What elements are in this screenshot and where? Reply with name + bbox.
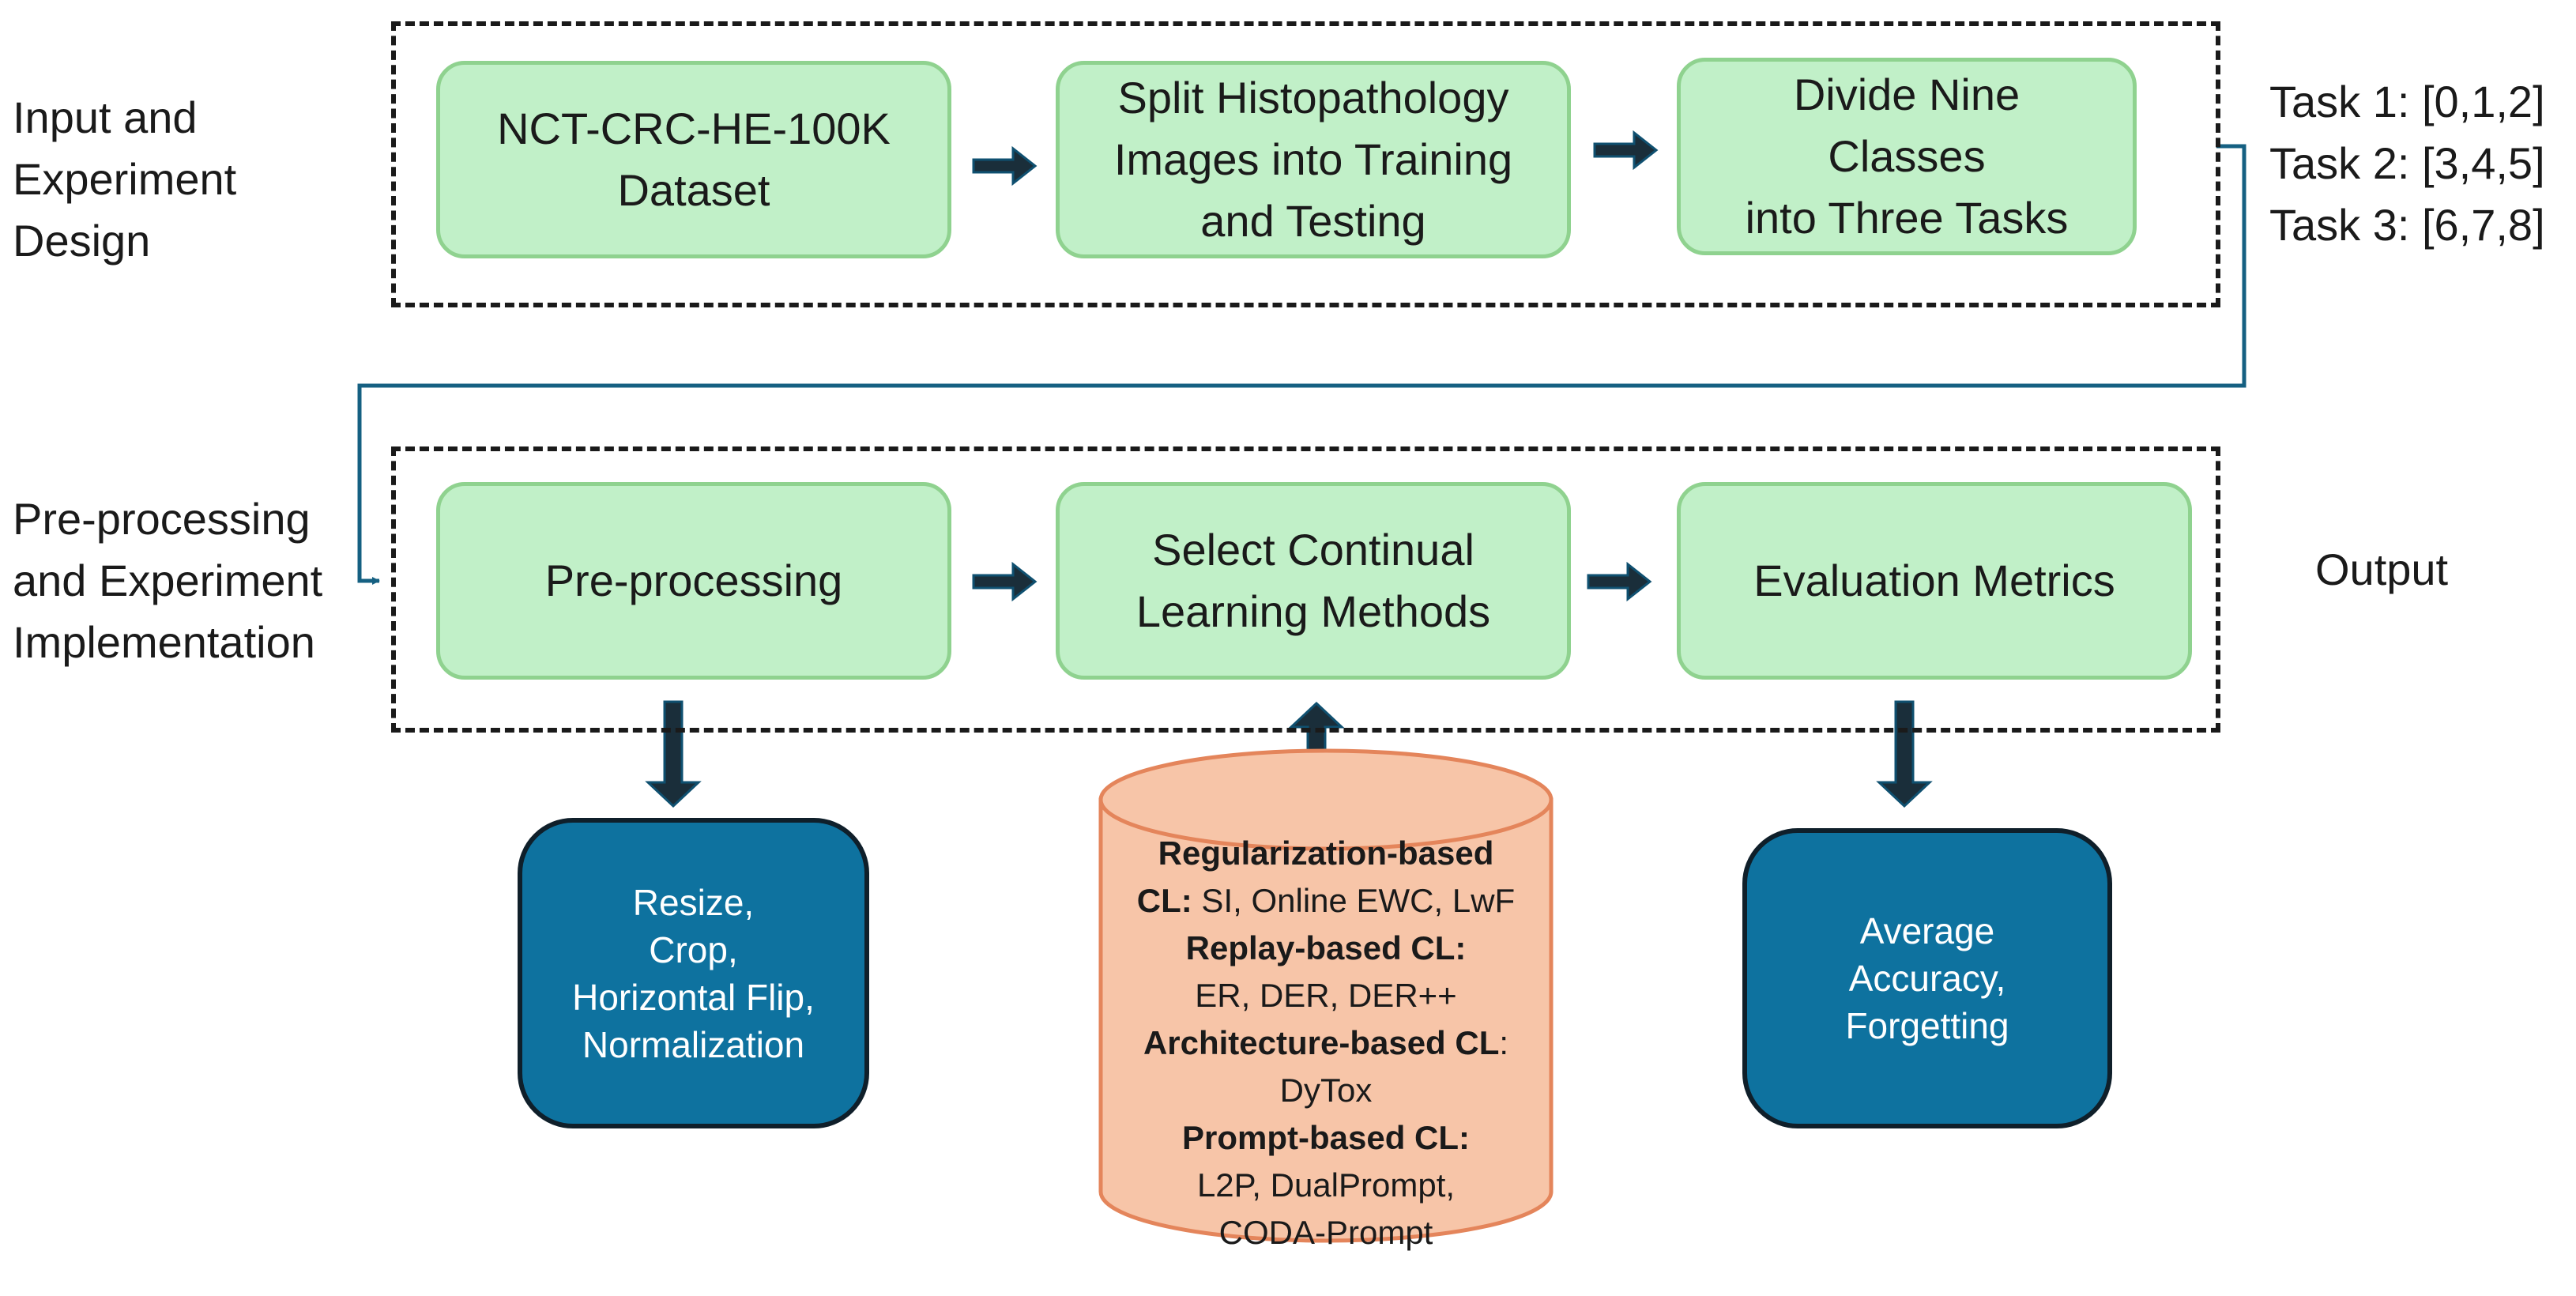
split-box: Split Histopathology Images into Trainin… — [1056, 61, 1571, 258]
implementation-section-label: Pre-processing and Experiment Implementa… — [13, 494, 323, 667]
arrow-row1-a — [972, 145, 1038, 186]
divide-classes-box: Divide Nine Classes into Three Tasks — [1677, 58, 2137, 255]
methods-cylinder — [1098, 748, 1554, 1243]
output-label: Output — [2315, 544, 2449, 594]
input-section-label: Input and Experiment Design — [13, 92, 237, 266]
arrow-down-preprocess — [645, 700, 702, 808]
task-connector-line — [357, 144, 2246, 585]
method-line: CODA-Prompt — [1218, 1214, 1433, 1251]
arrow-row1-b — [1593, 130, 1659, 171]
arrow-down-metrics — [1876, 700, 1933, 808]
task-item: Task 2: [3,4,5] — [2269, 138, 2545, 188]
evaluation-metrics-box: Evaluation Metrics — [1677, 482, 2192, 680]
method-line: Prompt-based CL: — [1181, 1119, 1470, 1156]
implementation-section-box — [391, 446, 2220, 733]
methods-list: Regularization-based CL: SI, Online EWC,… — [1101, 830, 1551, 1256]
task-item: Task 1: [0,1,2] — [2269, 77, 2545, 126]
arrow-row2-a — [972, 561, 1038, 602]
method-line: CL: SI, Online EWC, LwF — [1136, 882, 1516, 919]
preprocessing-box: Pre-processing — [436, 482, 951, 680]
input-section-box — [391, 21, 2220, 307]
method-line: DyTox — [1279, 1072, 1373, 1109]
preprocessing-steps-box: Resize, Crop, Horizontal Flip, Normaliza… — [518, 818, 869, 1128]
task-list: Task 1: [0,1,2] Task 2: [3,4,5] Task 3: … — [2269, 71, 2545, 256]
dataset-box: NCT-CRC-HE-100K Dataset — [436, 61, 951, 258]
arrow-row2-b — [1587, 561, 1652, 602]
method-line: Regularization-based — [1158, 834, 1494, 872]
method-line: Replay-based CL: — [1185, 929, 1467, 966]
method-line: Architecture-based CL: — [1143, 1024, 1509, 1061]
metrics-box: Average Accuracy, Forgetting — [1742, 828, 2112, 1128]
cylinder-top — [1098, 748, 1554, 851]
method-line: ER, DER, DER++ — [1195, 977, 1457, 1014]
method-line: L2P, DualPrompt, — [1196, 1166, 1456, 1204]
task-item: Task 3: [6,7,8] — [2269, 200, 2545, 250]
cylinder-body — [1098, 797, 1554, 1243]
select-methods-box: Select Continual Learning Methods — [1056, 482, 1571, 680]
